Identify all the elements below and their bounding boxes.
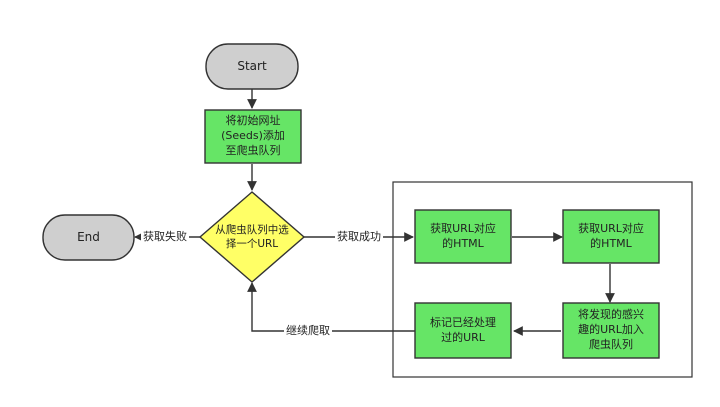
mark-processed-process [414,302,512,359]
add-found-urls-process [562,302,660,359]
get-html-1-label: 获取URL对应 的HTML [430,221,496,250]
get-html-1-process [414,209,512,264]
edge-label-success: 获取成功 [335,230,383,244]
edge-mark-to-decision [247,282,415,332]
add-found-urls-label: 将发现的感兴 趣的URL加入 爬虫队列 [578,308,644,351]
get-html-2-process [562,209,660,264]
decision-diamond [198,191,306,283]
end-label: End [77,230,100,245]
add-seeds-label: 将初始网址 (Seeds)添加 至爬虫队列 [221,114,285,157]
end-terminal [42,214,135,261]
decision-label: 从爬虫队列中选 择一个URL [215,223,289,250]
get-html-2-label: 获取URL对应 的HTML [578,221,644,250]
edge-label-continue: 继续爬取 [284,324,332,338]
start-terminal [205,43,299,90]
add-seeds-process [204,109,302,164]
mark-processed-label: 标记已经处理 过的URL [430,315,496,344]
start-label: Start [237,59,267,74]
processing-group-frame [392,181,693,378]
edge-label-fail: 获取失败 [141,230,189,244]
